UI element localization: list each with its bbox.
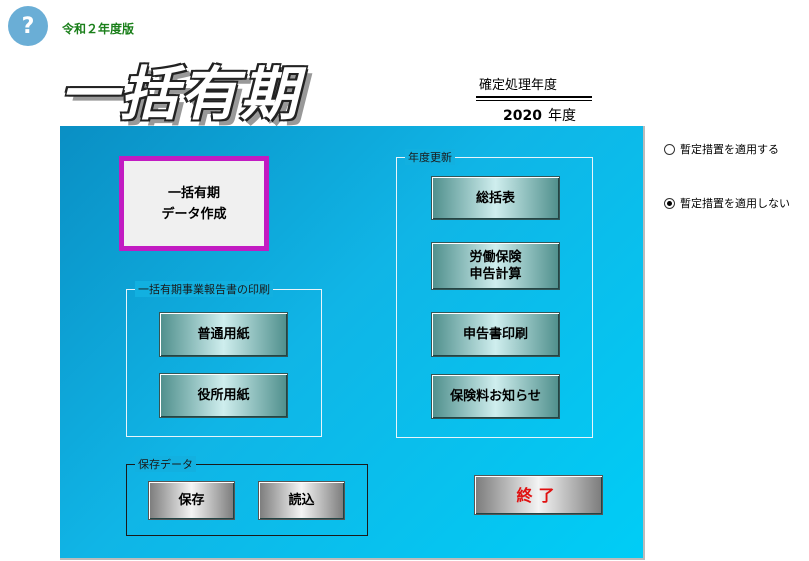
not-apply-radio[interactable] xyxy=(664,197,675,209)
print-report-group: 一括有期事業報告書の印刷 普通用紙 役所用紙 xyxy=(126,281,322,437)
annual-update-group: 年度更新 総括表 労働保険 申告計算 申告書印刷 保険料お知らせ xyxy=(396,149,593,438)
fiscal-year-divider xyxy=(476,96,592,101)
save-button[interactable]: 保存 xyxy=(148,481,235,520)
fiscal-year-number: 2020 xyxy=(503,108,542,124)
fiscal-year-label: 確定処理年度 xyxy=(479,78,558,93)
not-apply-option[interactable]: 暫定措置を適用しない xyxy=(664,195,790,211)
app-title: 一括有期 xyxy=(60,60,301,128)
summary-table-button[interactable]: 総括表 xyxy=(431,176,560,220)
main-panel: 一括有期 データ作成 一括有期事業報告書の印刷 普通用紙 役所用紙 年度更新 総… xyxy=(60,126,645,560)
print-report-group-label: 一括有期事業報告書の印刷 xyxy=(135,281,273,297)
exit-button[interactable]: 終了 xyxy=(474,475,603,515)
annual-update-group-label: 年度更新 xyxy=(405,149,455,165)
apply-radio[interactable] xyxy=(664,143,675,155)
office-paper-button[interactable]: 役所用紙 xyxy=(159,373,288,418)
create-data-button[interactable]: 一括有期 データ作成 xyxy=(119,156,269,251)
insurance-calc-label-1: 労働保険 xyxy=(469,250,522,265)
insurance-calc-button[interactable]: 労働保険 申告計算 xyxy=(431,242,560,290)
create-data-label-1: 一括有期 xyxy=(167,185,220,201)
plain-paper-button[interactable]: 普通用紙 xyxy=(159,312,288,357)
insurance-calc-label-2: 申告計算 xyxy=(469,267,522,282)
help-icon[interactable]: ? xyxy=(8,6,48,46)
fiscal-year-value: 2020 年度 xyxy=(476,105,592,125)
premium-notice-button[interactable]: 保険料お知らせ xyxy=(431,374,560,419)
apply-option[interactable]: 暫定措置を適用する xyxy=(664,141,779,157)
fiscal-year-box: 確定処理年度 2020 年度 xyxy=(476,74,592,125)
create-data-label-2: データ作成 xyxy=(161,206,227,222)
version-label: 令和２年度版 xyxy=(62,22,135,36)
saved-data-group-label: 保存データ xyxy=(135,456,196,472)
saved-data-group: 保存データ 保存 読込 xyxy=(126,456,368,536)
load-button[interactable]: 読込 xyxy=(258,481,345,520)
fiscal-year-unit: 年度 xyxy=(547,108,576,124)
declaration-print-button[interactable]: 申告書印刷 xyxy=(431,312,560,357)
not-apply-option-label: 暫定措置を適用しない xyxy=(680,197,790,210)
apply-option-label: 暫定措置を適用する xyxy=(680,143,779,156)
